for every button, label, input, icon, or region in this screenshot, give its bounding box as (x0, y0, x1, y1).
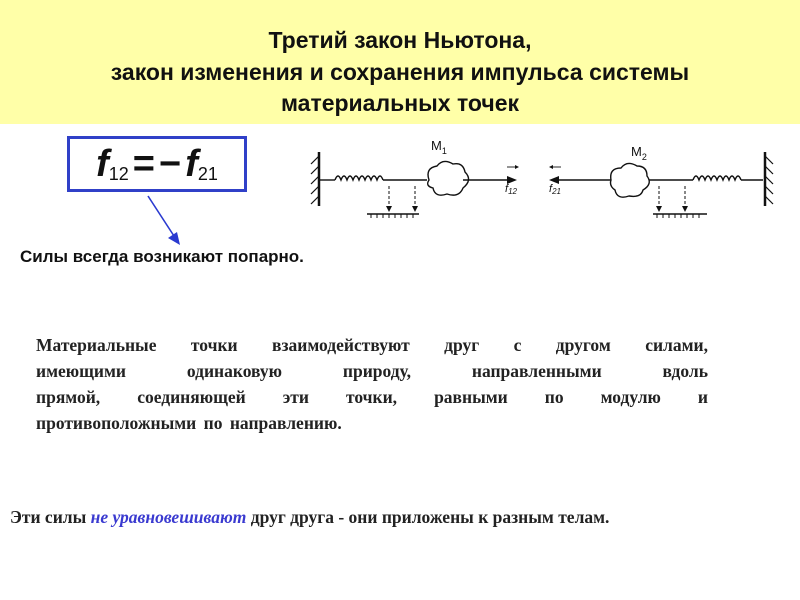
left-spring-icon (319, 175, 427, 182)
formula-equals: = (132, 143, 155, 185)
interaction-paragraph: Материальные точки взаимодействуют друг … (36, 332, 708, 436)
formula-box: f12=−f21 (67, 136, 247, 192)
mass1-subscript: 1 (442, 146, 447, 156)
formula-left-symbol: f (96, 143, 109, 185)
slide-title-line-1: Третий закон Ньютона, (268, 27, 532, 53)
force-f21-arrow-icon (549, 165, 611, 184)
force-f21-label: f (549, 183, 553, 195)
spring-mass-diagram: M1 f12 f21 M2 (310, 138, 774, 218)
paragraph-line-2: имеющими одинаковую природу, направленны… (36, 361, 708, 381)
svg-text:M1: M1 (431, 138, 447, 156)
force-f12-subscript: 12 (508, 187, 517, 196)
footer-statement: Эти силы не уравновешивают друг друга - … (10, 505, 790, 529)
svg-text:M2: M2 (631, 144, 647, 162)
right-spring-icon (649, 175, 763, 182)
force-f12-label: f (505, 183, 509, 195)
paragraph-line-1: Материальные точки взаимодействуют друг … (36, 335, 708, 355)
paragraph-line-3: прямой, соединяющей эти точки, равными п… (36, 387, 708, 407)
mass2-blob-icon (609, 162, 650, 198)
left-scale-icon (367, 186, 419, 218)
svg-text:f12: f12 (505, 183, 518, 196)
footer-accent-text: не уравновешивают (90, 507, 247, 527)
right-scale-icon (653, 186, 707, 218)
formula-minus: − (159, 143, 182, 185)
right-wall-icon (763, 152, 774, 206)
force-f12-arrow-icon (463, 165, 519, 184)
left-wall-icon (310, 152, 321, 206)
forces-in-pairs-statement: Силы всегда возникают попарно. (20, 247, 304, 266)
formula-right-subscript: 21 (197, 164, 218, 184)
footer-text-end: друг друга - они приложены к разным тела… (246, 507, 610, 527)
slide-title-line-3: материальных точек (280, 90, 520, 116)
pointer-arrow-icon (147, 195, 180, 245)
footer-text-start: Эти силы (10, 507, 91, 527)
formula-right-symbol: f (185, 143, 198, 185)
force-f21-subscript: 21 (551, 187, 561, 196)
newton-third-law-formula: f12=−f21 (70, 139, 244, 189)
formula-left-subscript: 12 (108, 164, 129, 184)
title-banner: Третий закон Ньютона, закон изменения и … (0, 0, 800, 124)
mass1-label: M (431, 138, 442, 153)
paragraph-line-4: противоположными по направлению. (36, 413, 342, 433)
slide-title-line-2: закон изменения и сохранения импульса си… (110, 59, 690, 85)
mass2-subscript: 2 (642, 152, 647, 162)
svg-text:f21: f21 (549, 183, 561, 196)
mass1-blob-icon (426, 160, 470, 196)
mass2-label: M (631, 144, 642, 159)
